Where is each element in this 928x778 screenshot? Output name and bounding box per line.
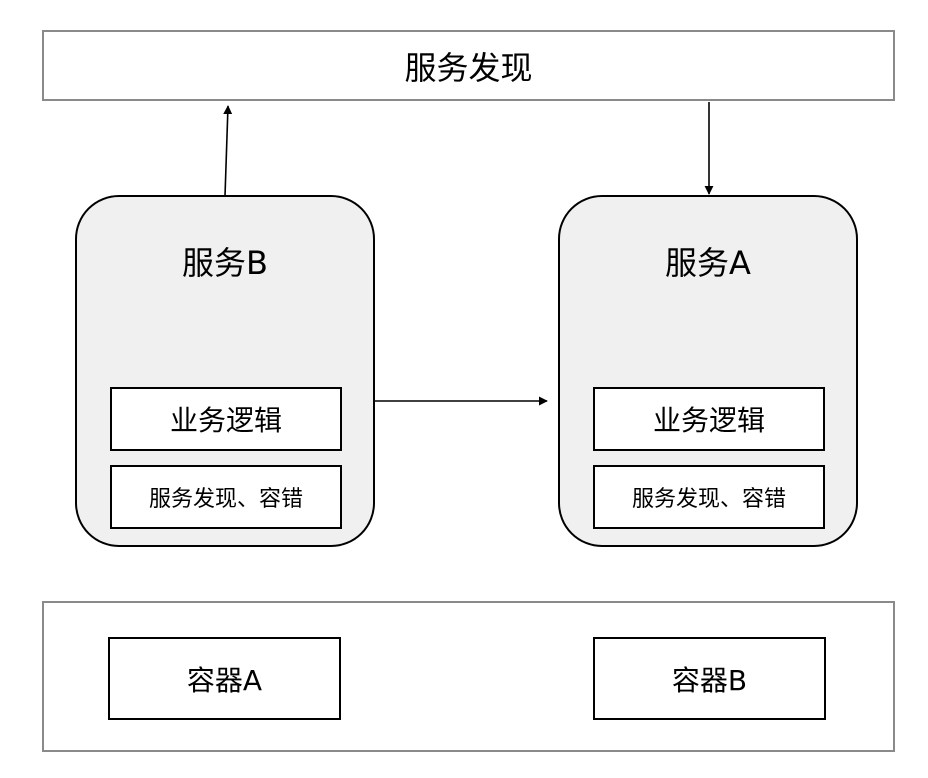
service-discovery-box: 服务发现 xyxy=(42,30,895,101)
service-a-business-logic-label: 业务逻辑 xyxy=(652,404,765,437)
container-a-label: 容器A xyxy=(186,663,263,697)
service-b-discovery-fault-tolerance-label: 服务发现、容错 xyxy=(148,487,303,512)
arrow-service-b-to-discovery xyxy=(223,105,233,197)
service-discovery-label: 服务发现 xyxy=(404,48,533,87)
container-b-box: 容器B xyxy=(593,637,826,720)
service-a-business-logic-box: 业务逻辑 xyxy=(593,387,825,451)
service-a-title: 服务A xyxy=(665,244,751,282)
service-a-node: 服务A 业务逻辑 服务发现、容错 xyxy=(558,195,858,547)
service-b-node: 服务B 业务逻辑 服务发现、容错 xyxy=(75,195,375,547)
service-b-discovery-fault-tolerance-box: 服务发现、容错 xyxy=(110,465,342,529)
service-b-business-logic-box: 业务逻辑 xyxy=(110,387,342,451)
service-a-discovery-fault-tolerance-box: 服务发现、容错 xyxy=(593,465,825,529)
service-b-title: 服务B xyxy=(182,244,268,282)
container-a-box: 容器A xyxy=(108,637,341,720)
service-a-discovery-fault-tolerance-label: 服务发现、容错 xyxy=(631,487,786,512)
container-b-label: 容器B xyxy=(671,663,748,697)
service-b-business-logic-label: 业务逻辑 xyxy=(169,404,282,437)
